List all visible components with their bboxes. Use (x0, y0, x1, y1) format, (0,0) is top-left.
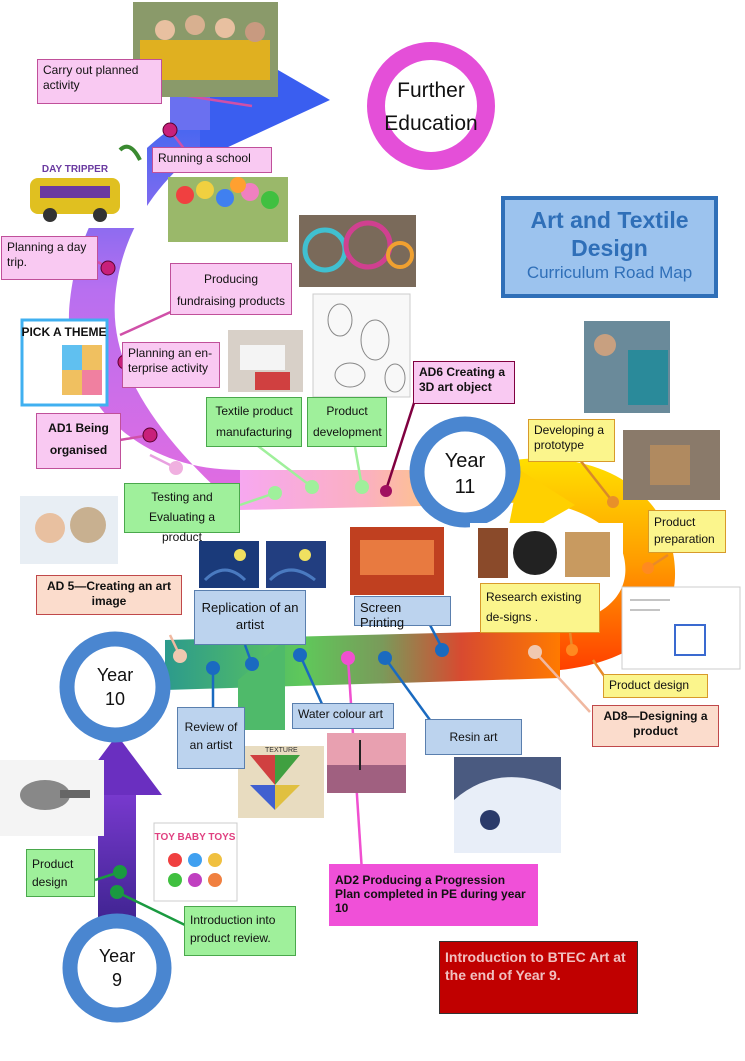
hairdryer-sketch-photo (0, 760, 104, 836)
baby-toys-text: TOY BABY TOYS (155, 832, 236, 843)
further-label-line1: Further (397, 79, 465, 102)
label-ad5-art-image: AD 5—Creating an art image (36, 575, 182, 615)
label-ad2-progression: AD2 Producing a Progression Plan complet… (329, 864, 538, 926)
label-btec-introduction: Introduction to BTEC Art at the end of Y… (439, 941, 638, 1014)
title-line1: Art and Textile (530, 207, 689, 233)
label-review-artist: Review of an artist (177, 707, 245, 769)
title-line2: Design (571, 235, 648, 261)
sewing-machine-photo (228, 330, 303, 392)
label-planning-day-trip: Planning a day trip. (1, 236, 98, 280)
label-replication-artist: Replication of an artist (194, 590, 306, 645)
year10-road-segment (165, 630, 560, 730)
pick-a-theme-photo (20, 318, 109, 407)
texture-text: TEXTURE (265, 747, 298, 754)
woman-chair-photo (584, 321, 670, 413)
label-fundraising-products: Producing fundraising products (170, 263, 292, 315)
day-tripper-text: DAY TRIPPER (42, 164, 109, 175)
label-running-a-school: Running a school (152, 147, 272, 173)
year10-label-line1: Year (96, 665, 134, 685)
sunset-watercolour-photo (327, 733, 406, 793)
dreamcatchers-photo (299, 215, 416, 287)
texture-wheel-photo (238, 746, 324, 818)
further-education-label: Further Education (380, 74, 482, 140)
starry-night-2 (266, 541, 326, 588)
year11-label-line1: Year (444, 450, 486, 472)
baby-toys-photo (153, 822, 238, 902)
label-developing-prototype: Developing a prototype (528, 419, 615, 462)
label-ad8-designing: AD8—Designing a product (592, 705, 719, 747)
further-label-line2: Education (384, 112, 478, 135)
label-ad1-being-organised: AD1 Being organised (36, 413, 121, 469)
label-water-colour: Water colour art (292, 703, 394, 729)
label-enterprise-activity: Planning an en-terprise activity (122, 342, 220, 388)
year10-label: Year 10 (75, 663, 155, 711)
year11-label: Year 11 (425, 448, 505, 500)
resin-art-photo (454, 757, 561, 853)
label-textile-manufacturing: Textile product manufacturing (206, 397, 302, 447)
design-sketches-photo (621, 586, 741, 670)
label-intro-product-review: Introduction into product review. (184, 906, 296, 956)
label-research-designs: Research existing de-signs . (480, 583, 600, 633)
label-product-development: Product development (307, 397, 387, 447)
patterns-photo (312, 293, 411, 398)
label-product-design-y11: Product design (603, 674, 708, 698)
label-carry-out-activity: Carry out planned activity (37, 59, 162, 104)
year10-ring (59, 631, 171, 743)
year9-ring (62, 913, 172, 1023)
year11-ring (409, 416, 521, 528)
label-screen-printing: Screen Printing (354, 596, 451, 630)
year9-label-line2: 9 (111, 970, 122, 990)
label-product-design-y9: Product design (26, 849, 95, 897)
designer-chairs-photo (470, 523, 623, 583)
day-tripper-bus (12, 140, 147, 228)
label-ad6-3d-art: AD6 Creating a 3D art object (413, 361, 515, 404)
year9-label: Year 9 (77, 944, 157, 992)
pick-a-theme-text: PICK A THEME (21, 325, 106, 339)
label-resin-art: Resin art (425, 719, 522, 755)
wooden-chair-photo (623, 430, 720, 500)
starry-night-1 (199, 541, 259, 588)
screen-printing-photo (350, 527, 444, 595)
year11-label-line2: 11 (454, 476, 476, 498)
title-box: Art and Textile Design Curriculum Road M… (501, 196, 718, 298)
further-education-ring (367, 42, 495, 170)
year9-label-line1: Year (98, 946, 136, 966)
year10-label-line2: 10 (104, 689, 126, 709)
boy-teddy-photo (20, 496, 118, 564)
label-testing-evaluating: Testing and Evaluating a product (124, 483, 240, 544)
label-product-preparation: Product preparation (648, 510, 726, 553)
title-subtitle: Curriculum Road Map (526, 263, 693, 282)
balloons-photo (168, 177, 288, 242)
